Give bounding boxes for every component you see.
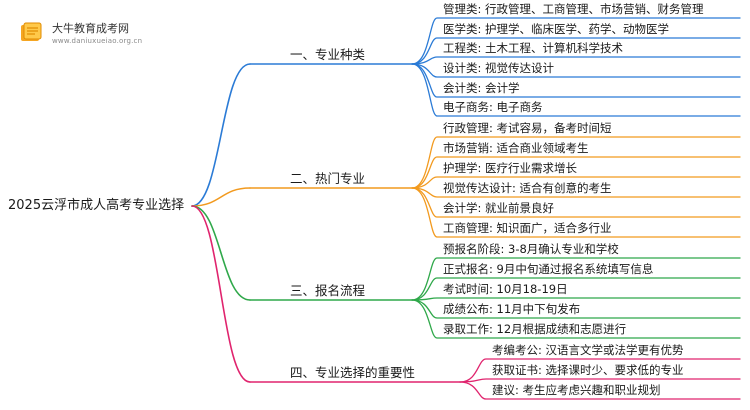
logo-title: 大牛教育成考网	[52, 22, 129, 35]
leaf-topic: 视觉传达设计: 适合有创意的考生	[443, 181, 612, 195]
leaf-topic: 护理学: 医疗行业需求增长	[443, 161, 578, 175]
leaf-topic: 会计类: 会计学	[443, 81, 520, 95]
book-icon	[21, 22, 42, 41]
leaf-topic: 工商管理: 知识面广，适合多行业	[443, 221, 612, 235]
leaf-topic: 建议: 考生应考虑兴趣和职业规划	[492, 383, 661, 397]
leaf-topic: 正式报名: 9月中旬通过报名系统填写信息	[443, 262, 654, 276]
leaf-topic: 考编考公: 汉语言文学或法学更有优势	[492, 343, 684, 357]
root-topic: 2025云浮市成人高考专业选择	[8, 198, 185, 213]
branch-topic: 三、报名流程	[290, 283, 366, 298]
leaf-topic: 会计学: 就业前景良好	[443, 201, 555, 215]
logo: 大牛教育成考网 www.daniuxueiao.org.cn	[8, 12, 178, 52]
leaf-topic: 预报名阶段: 3-8月确认专业和学校	[443, 242, 619, 256]
leaf-topic: 管理类: 行政管理、工商管理、市场营销、财务管理	[443, 2, 704, 16]
branch-topic: 二、热门专业	[290, 171, 366, 186]
leaf-topic: 行政管理: 考试容易，备考时间短	[443, 121, 612, 135]
leaf-topic: 录取工作: 12月根据成绩和志愿进行	[443, 322, 627, 336]
leaf-topic: 市场营销: 适合商业领域考生	[443, 141, 589, 155]
leaf-topic: 设计类: 视觉传达设计	[443, 61, 555, 75]
branch-topic: 一、专业种类	[290, 47, 366, 62]
branch-topic: 四、专业选择的重要性	[290, 365, 416, 380]
leaf-topic: 获取证书: 选择课时少、要求低的专业	[492, 363, 684, 377]
logo-url: www.daniuxueiao.org.cn	[52, 37, 143, 45]
leaf-topic: 考试时间: 10月18-19日	[443, 282, 568, 296]
leaf-topic: 医学类: 护理学、临床医学、药学、动物医学	[443, 22, 670, 36]
leaf-topic: 成绩公布: 11月中下旬发布	[443, 302, 581, 316]
leaf-topic: 工程类: 土木工程、计算机科学技术	[443, 41, 624, 55]
leaf-topic: 电子商务: 电子商务	[443, 100, 543, 114]
